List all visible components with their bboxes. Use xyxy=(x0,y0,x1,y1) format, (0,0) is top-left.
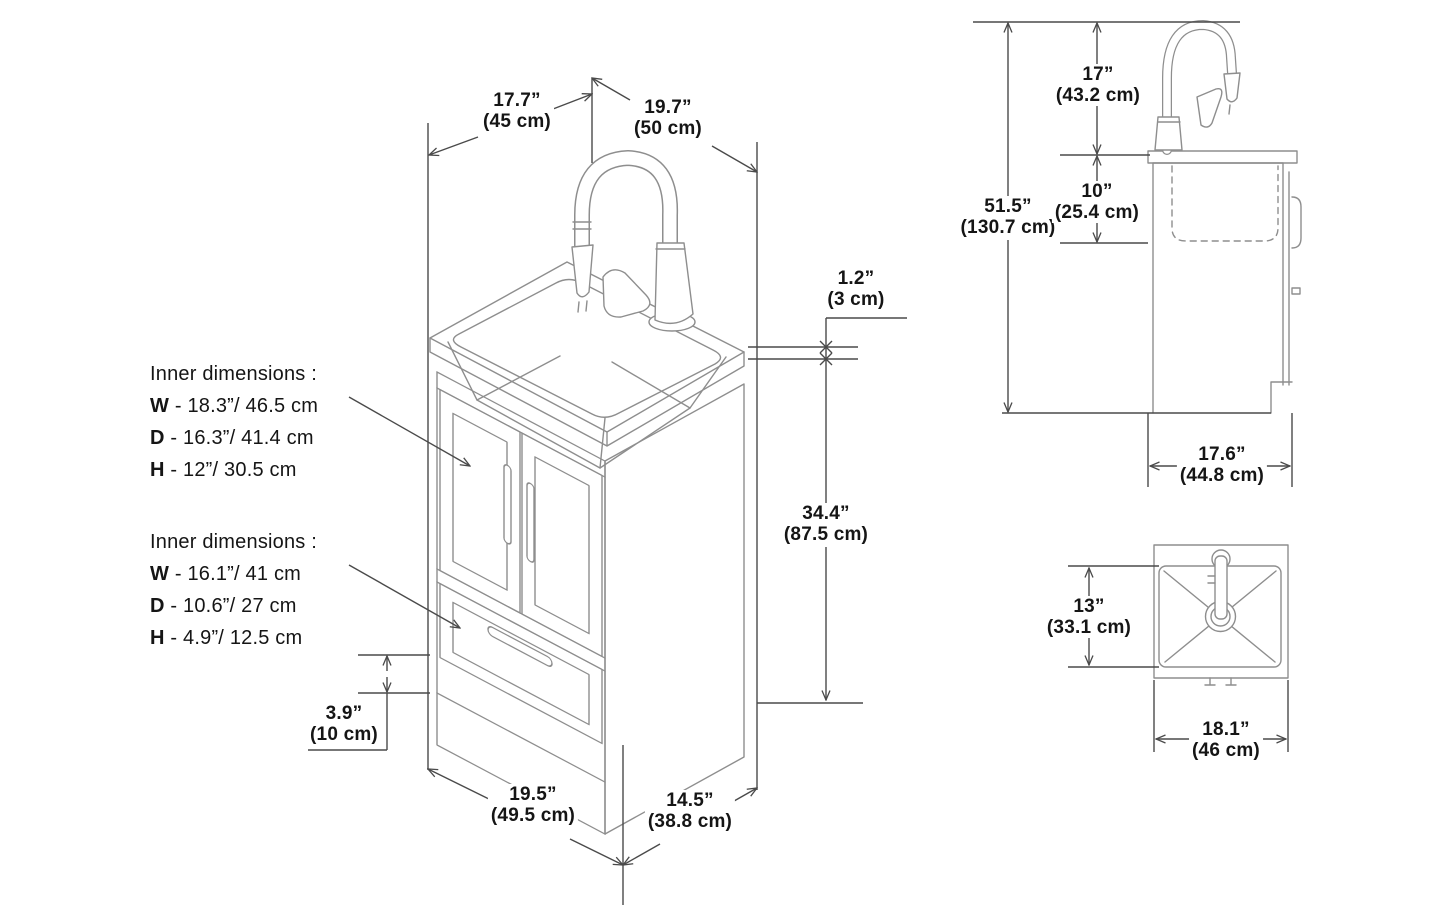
dim-value: - 18.3”/ 46.5 cm xyxy=(174,395,319,417)
dim-letter: W xyxy=(150,395,170,417)
dim-label-front-depth-top: 17.7”(45 cm) xyxy=(480,90,554,132)
faucet-side-view xyxy=(1154,19,1241,155)
dim-value: - 16.1”/ 41 cm xyxy=(174,563,302,585)
leader-drawer-note xyxy=(348,564,460,628)
dim-label-faucet-height: 17”(43.2 cm) xyxy=(1052,64,1144,106)
dim-letter: D xyxy=(150,595,165,617)
dim-label-rim-height: 1.2”(3 cm) xyxy=(824,268,888,310)
front-view-dimensions xyxy=(308,78,907,905)
side-door-knob xyxy=(1291,287,1301,295)
dim-label-toe-height: 3.9”(10 cm) xyxy=(307,703,381,745)
top-view-dimensions xyxy=(1068,565,1289,752)
dim-letter: H xyxy=(150,459,165,481)
dim-letter: H xyxy=(150,627,165,649)
dim-letter: W xyxy=(150,563,170,585)
inner-dimensions-sink-note: Inner dimensions : W - 18.3”/ 46.5 cm D … xyxy=(150,358,319,486)
side-view-dimensions xyxy=(973,21,1293,487)
inner-dims-title: Inner dimensions : xyxy=(150,531,318,553)
top-view-drawing xyxy=(1153,544,1289,686)
front-view-drawing xyxy=(429,149,745,835)
inner-dims-row: W - 16.1”/ 41 cm xyxy=(150,558,317,590)
dim-label-side-depth: 17.6”(44.8 cm) xyxy=(1176,444,1268,486)
inner-dims-row: D - 16.3”/ 41.4 cm xyxy=(150,422,318,454)
door-handle-right xyxy=(526,482,535,563)
inner-dims-row: W - 18.3”/ 46.5 cm xyxy=(150,390,318,422)
dim-value: - 12”/ 30.5 cm xyxy=(170,459,297,481)
side-door-handle xyxy=(1291,196,1302,249)
dim-label-front-depth-bottom: 14.5”(38.8 cm) xyxy=(644,790,736,832)
side-view-drawing xyxy=(1147,19,1302,414)
dim-label-top-width: 18.1”(46 cm) xyxy=(1189,719,1263,761)
inner-dims-row: H - 4.9”/ 12.5 cm xyxy=(150,622,317,654)
dim-value: - 16.3”/ 41.4 cm xyxy=(170,427,314,449)
dim-value: - 10.6”/ 27 cm xyxy=(170,595,297,617)
dim-label-front-width-top: 19.7”(50 cm) xyxy=(631,97,705,139)
dim-label-cabinet-height: 34.4”(87.5 cm) xyxy=(780,503,872,545)
dim-letter: D xyxy=(150,427,165,449)
faucet-top-view xyxy=(1214,555,1228,620)
dim-label-front-width-bottom: 19.5”(49.5 cm) xyxy=(487,784,579,826)
dim-label-basin-depth: 10”(25.4 cm) xyxy=(1051,181,1143,223)
dim-label-total-height: 51.5”(130.7 cm) xyxy=(957,196,1059,238)
dim-label-top-depth: 13”(33.1 cm) xyxy=(1043,596,1135,638)
inner-dims-row: D - 10.6”/ 27 cm xyxy=(150,590,317,622)
door-handle-left xyxy=(503,464,512,545)
drawer-handle xyxy=(487,626,553,667)
supply-stubs xyxy=(1204,677,1237,686)
inner-dims-row: H - 12”/ 30.5 cm xyxy=(150,454,318,486)
leader-sink-note xyxy=(348,396,470,466)
dim-value: - 4.9”/ 12.5 cm xyxy=(170,627,303,649)
faucet-front-view xyxy=(571,149,696,332)
inner-dims-title: Inner dimensions : xyxy=(150,363,318,385)
inner-dimensions-drawer-note: Inner dimensions : W - 16.1”/ 41 cm D - … xyxy=(150,526,318,654)
